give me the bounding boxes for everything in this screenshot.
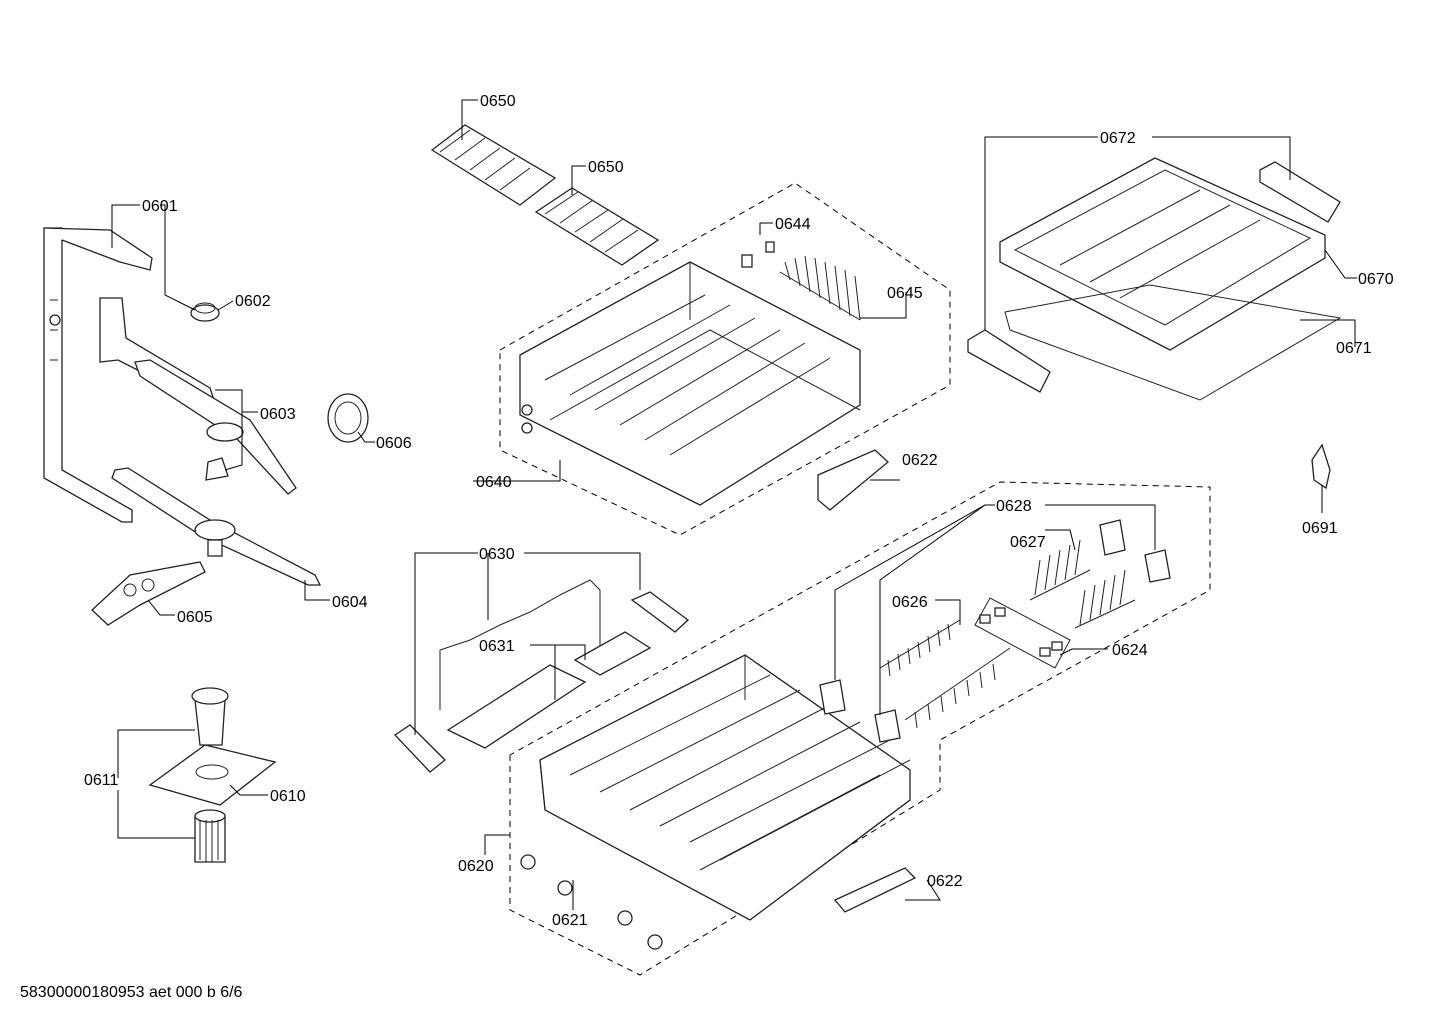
holder-rail-0631 [446,631,652,749]
cutlery-holder-0650b [534,187,660,266]
callout-0610: 0610 [270,788,306,805]
wire-support-0630 [393,579,690,773]
cutlery-drawer [999,157,1326,351]
callout-0624: 0624 [1112,642,1148,659]
bearing-ring [190,302,220,322]
callout-0604: 0604 [332,594,368,611]
lower-basket [539,654,911,921]
callout-0626: 0626 [892,594,928,611]
callout-0621: 0621 [552,912,588,929]
callout-0601: 0601 [142,198,178,215]
cutlery-holder-0650a [430,124,557,206]
lower-spray-arm [111,467,322,586]
callout-0644: 0644 [775,216,811,233]
clip-0691 [1311,443,1331,490]
callout-0605: 0605 [177,609,213,626]
callout-0622-lower: 0622 [927,873,963,890]
drawer-rail-left [967,329,1051,393]
callout-0622-upper: 0622 [902,452,938,469]
callout-0672: 0672 [1100,130,1136,147]
tine-row-0645 [779,255,861,321]
callout-0628: 0628 [996,498,1032,515]
callout-0627: 0627 [1010,534,1046,551]
callout-0631: 0631 [479,638,515,655]
tine-row-0626 [879,619,1011,729]
callout-0645: 0645 [887,285,923,302]
callout-0650-second: 0650 [588,159,624,176]
callout-0630: 0630 [479,546,515,563]
upper-basket [519,261,861,506]
callout-0603: 0603 [260,406,296,423]
callout-0650-top: 0650 [480,93,516,110]
callout-0611: 0611 [84,772,119,789]
upper-spray-arm [99,297,297,495]
callout-0670: 0670 [1358,271,1394,288]
callout-0620: 0620 [458,858,494,875]
clip-0644 [741,241,775,268]
callout-0606: 0606 [376,435,412,452]
handle-0622-lower [833,867,917,913]
hinges-0628 [819,519,1171,743]
knife-holder-0622-upper [817,449,889,511]
drawer-rail-right [1259,161,1341,223]
spray-arm-supply-pipe [43,227,153,523]
clips-0624 [974,597,1071,669]
leader-lines [111,99,1357,910]
drawer-frame [1004,284,1342,401]
callout-0602: 0602 [235,293,271,310]
document-id: 58300000180953 aet 000 b 6/6 [20,984,243,1001]
filter-disc [327,393,369,443]
callout-0640: 0640 [476,474,512,491]
spray-arm-cover [91,561,206,626]
wheels-0621 [520,854,663,950]
cylinder-filter [194,809,226,863]
tine-row-0627 [1029,539,1136,629]
callout-0671: 0671 [1336,340,1372,357]
callout-0691: 0691 [1302,520,1338,537]
micro-filter [148,687,277,806]
